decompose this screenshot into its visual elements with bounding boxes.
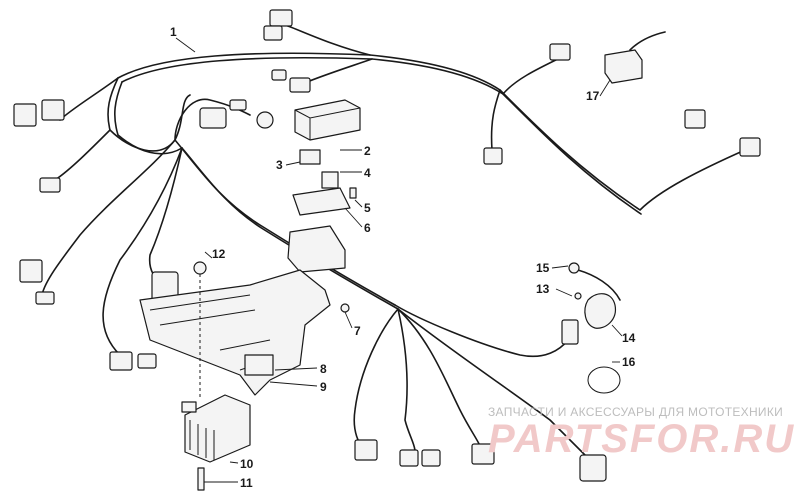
callout-9: 9 bbox=[320, 380, 327, 394]
connector-top-3 bbox=[289, 77, 311, 93]
auxiliary-relay bbox=[604, 31, 666, 84]
callout-6: 6 bbox=[364, 221, 371, 235]
connector-top-4 bbox=[271, 69, 287, 81]
connector-bottom-3 bbox=[421, 449, 441, 467]
bolt bbox=[197, 467, 205, 491]
connector-left-6 bbox=[109, 351, 133, 371]
fuse-block bbox=[292, 187, 351, 216]
tray-clip bbox=[244, 354, 274, 376]
connector-left-1 bbox=[13, 103, 37, 127]
callout-5: 5 bbox=[364, 201, 371, 215]
main-harness bbox=[41, 24, 746, 461]
callout-13: 13 bbox=[536, 282, 550, 296]
callout-15: 15 bbox=[536, 261, 550, 275]
connector-left-4 bbox=[19, 259, 43, 283]
callout-7: 7 bbox=[354, 324, 361, 338]
callout-10: 10 bbox=[240, 457, 254, 471]
callout-8: 8 bbox=[320, 362, 327, 376]
fuse-box bbox=[294, 99, 361, 141]
terminal-block bbox=[287, 225, 346, 273]
connector-right-1 bbox=[549, 43, 571, 61]
callout-12: 12 bbox=[212, 247, 226, 261]
bracket-connector bbox=[561, 319, 579, 345]
harness-tray bbox=[139, 269, 331, 396]
callout-2: 2 bbox=[364, 144, 371, 158]
callout-labels: 1 2 3 4 5 6 7 8 9 10 11 12 13 14 15 16 1… bbox=[170, 25, 636, 490]
connector-right-2 bbox=[684, 109, 706, 129]
watermark: ЗАПЧАСТИ И АКСЕССУАРЫ ДЛЯ МОТОТЕХНИКИ PA… bbox=[488, 405, 795, 461]
callout-1: 1 bbox=[170, 25, 177, 39]
grommet bbox=[193, 261, 207, 275]
indicator-lamp bbox=[256, 111, 274, 129]
callout-11: 11 bbox=[240, 476, 253, 490]
callout-4: 4 bbox=[364, 166, 371, 180]
watermark-tagline: ЗАПЧАСТИ И АКСЕССУАРЫ ДЛЯ МОТОТЕХНИКИ bbox=[488, 405, 783, 419]
callout-16: 16 bbox=[622, 355, 636, 369]
connector-upper-1 bbox=[199, 107, 227, 129]
watermark-logo: PARTSFOR.RU bbox=[488, 417, 795, 461]
callout-3: 3 bbox=[276, 158, 283, 172]
connector-left-3 bbox=[39, 177, 61, 193]
connector-bottom-4 bbox=[471, 443, 495, 465]
connector-top-1 bbox=[269, 9, 293, 27]
leader-lines bbox=[175, 37, 623, 483]
fuse bbox=[349, 187, 357, 199]
rectifier bbox=[181, 394, 251, 463]
connector-bottom-1 bbox=[354, 439, 378, 461]
relay bbox=[321, 171, 339, 189]
clamp-ring bbox=[587, 366, 621, 394]
callout-14: 14 bbox=[622, 331, 636, 345]
connector-top-2 bbox=[263, 25, 283, 41]
connector-right-3 bbox=[739, 137, 761, 157]
connectors bbox=[13, 9, 761, 482]
ignition-coil bbox=[568, 262, 621, 329]
rectifier-tab bbox=[181, 401, 197, 413]
spark-plug-cap bbox=[568, 262, 580, 274]
connector-left-7 bbox=[137, 353, 157, 369]
connector-bottom-2 bbox=[399, 449, 419, 467]
fuse-cover bbox=[299, 149, 321, 165]
connector-left-5 bbox=[35, 291, 55, 305]
connector-bottom-5 bbox=[579, 454, 607, 482]
connector-mid-1 bbox=[483, 147, 503, 165]
screw bbox=[340, 303, 350, 313]
connector-upper-2 bbox=[229, 99, 247, 111]
callout-17: 17 bbox=[586, 89, 600, 103]
connector-left-2 bbox=[41, 99, 65, 121]
coil-screw bbox=[574, 292, 582, 300]
